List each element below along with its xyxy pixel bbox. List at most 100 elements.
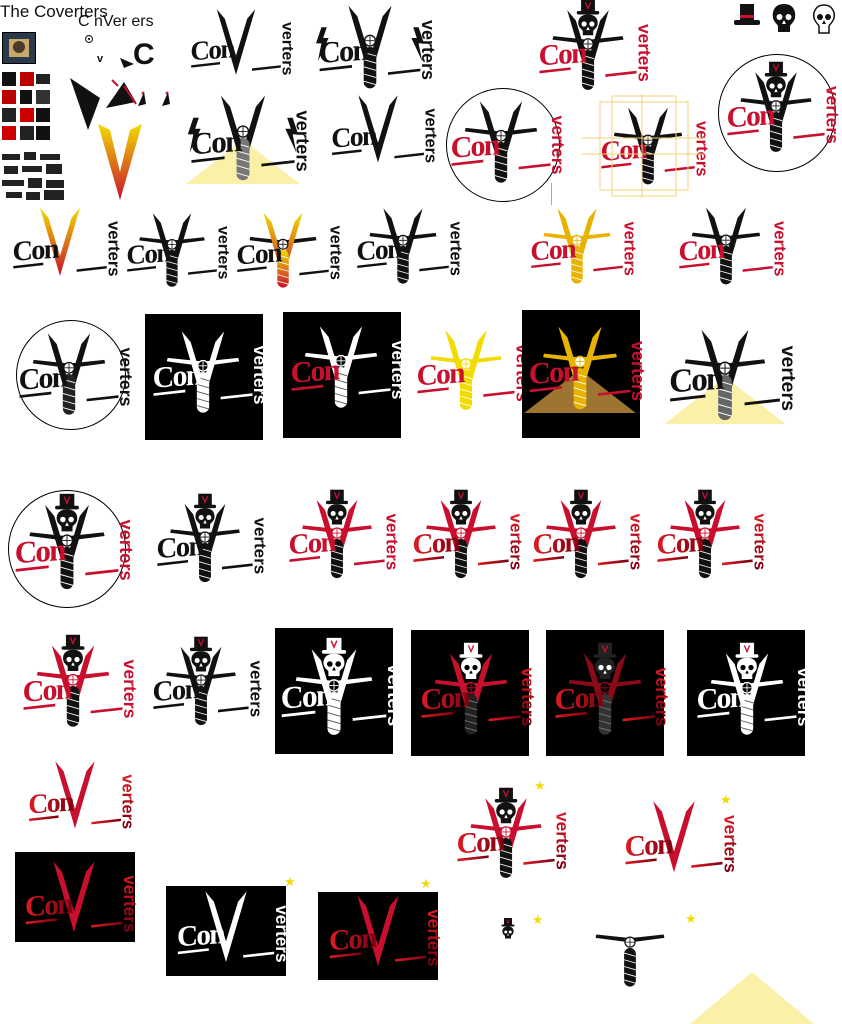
top-hat — [693, 489, 717, 505]
logo-text-verters: verters — [675, 923, 694, 979]
motorcycle-tire — [166, 250, 178, 287]
underline-right — [395, 955, 427, 962]
underline-right — [622, 715, 655, 722]
horn-v-shape — [755, 72, 797, 144]
horn-v-shape — [653, 801, 695, 873]
underline-right — [243, 951, 275, 958]
skull — [195, 508, 215, 529]
underline-right — [85, 569, 119, 576]
horn-v-shape — [311, 649, 357, 726]
lightning-bolt-left — [316, 27, 329, 62]
skull — [451, 504, 471, 525]
underline-left — [697, 711, 730, 718]
horn-v-shape — [449, 653, 493, 726]
skull — [695, 504, 715, 525]
star-icon: ★ — [420, 876, 432, 891]
gauge-dial — [331, 527, 343, 539]
horn-v-shape — [479, 101, 523, 174]
lightning-bolt-left — [187, 117, 201, 153]
underline-left — [291, 384, 324, 391]
logo-text-verters: verters — [120, 660, 140, 719]
horn-v-shape — [47, 333, 91, 406]
logo-text-con: Con — [319, 32, 370, 70]
top-hat — [494, 787, 518, 803]
logo-text-con: Con — [697, 679, 747, 716]
motorcycle-tire — [334, 367, 348, 408]
logo-text-con: Con — [555, 679, 605, 716]
motorcycle-tire — [571, 246, 583, 284]
gauge-dial — [60, 534, 74, 547]
motorcycle-tire — [642, 146, 654, 185]
logo-text-verters: verters — [652, 668, 672, 727]
top-hat — [764, 61, 788, 77]
star-icon: ★ — [532, 912, 544, 927]
gauge-dial — [277, 238, 289, 250]
skull — [766, 76, 786, 98]
logo-text-verters: verters — [770, 221, 789, 277]
underline-left — [539, 67, 571, 74]
skull — [63, 649, 83, 671]
gauge-dial — [63, 361, 75, 374]
underline-left — [153, 389, 186, 396]
horn-v-shape — [180, 646, 222, 717]
underline-left — [625, 858, 657, 865]
underline-left — [319, 65, 352, 72]
motorcycle-tire — [455, 539, 467, 579]
logo-text-con: Con — [625, 828, 674, 863]
horn-v-shape — [181, 331, 225, 404]
underline-left — [529, 386, 562, 393]
underline-left — [15, 565, 49, 572]
horn-v-shape — [706, 207, 746, 276]
logo-text-verters: verters — [777, 346, 799, 411]
reference-band-logos-collage — [0, 70, 52, 144]
logo-text-verters: verters — [518, 668, 538, 727]
logo-text-verters: verters — [278, 22, 295, 75]
logo-text-verters: verters — [794, 668, 814, 727]
horn-fragment-icon — [120, 58, 134, 68]
motorcycle-tire — [494, 142, 508, 183]
logo-text-con: Con — [417, 357, 466, 392]
logo-text-con: Con — [23, 671, 73, 708]
gauge-dial — [599, 681, 611, 694]
underline-right — [91, 921, 123, 928]
horn-v-shape — [184, 503, 226, 574]
logo-text-con: Con — [480, 939, 509, 960]
underline-right — [764, 715, 797, 722]
underline-right — [220, 393, 253, 400]
underline-right — [352, 714, 387, 721]
horn-v-shape — [560, 499, 602, 570]
underline-left — [281, 710, 316, 718]
motorcycle-tire — [624, 948, 636, 987]
logo-text-con: Con — [582, 936, 630, 970]
skull — [191, 651, 211, 672]
horn-v-shape — [684, 499, 726, 570]
logo-text-con: Con — [15, 532, 66, 571]
horn-v-shape — [583, 653, 627, 726]
logo-text-verters: verters — [382, 514, 401, 571]
gauge-dial — [624, 936, 636, 948]
gauge-dial — [720, 234, 732, 246]
logo-text-verters: verters — [822, 86, 842, 144]
horn-v-shape — [263, 212, 303, 280]
gauge-dial — [741, 681, 753, 694]
underline-right — [91, 818, 121, 825]
skull-icon — [772, 4, 796, 32]
underline-left — [457, 855, 489, 862]
underline-right — [86, 395, 119, 402]
reference-album-thumb — [2, 32, 36, 64]
logo-text-verters: verters — [422, 108, 440, 163]
underline-left — [332, 149, 362, 156]
letter-v: v — [97, 53, 104, 65]
horn-v-shape — [567, 10, 609, 82]
